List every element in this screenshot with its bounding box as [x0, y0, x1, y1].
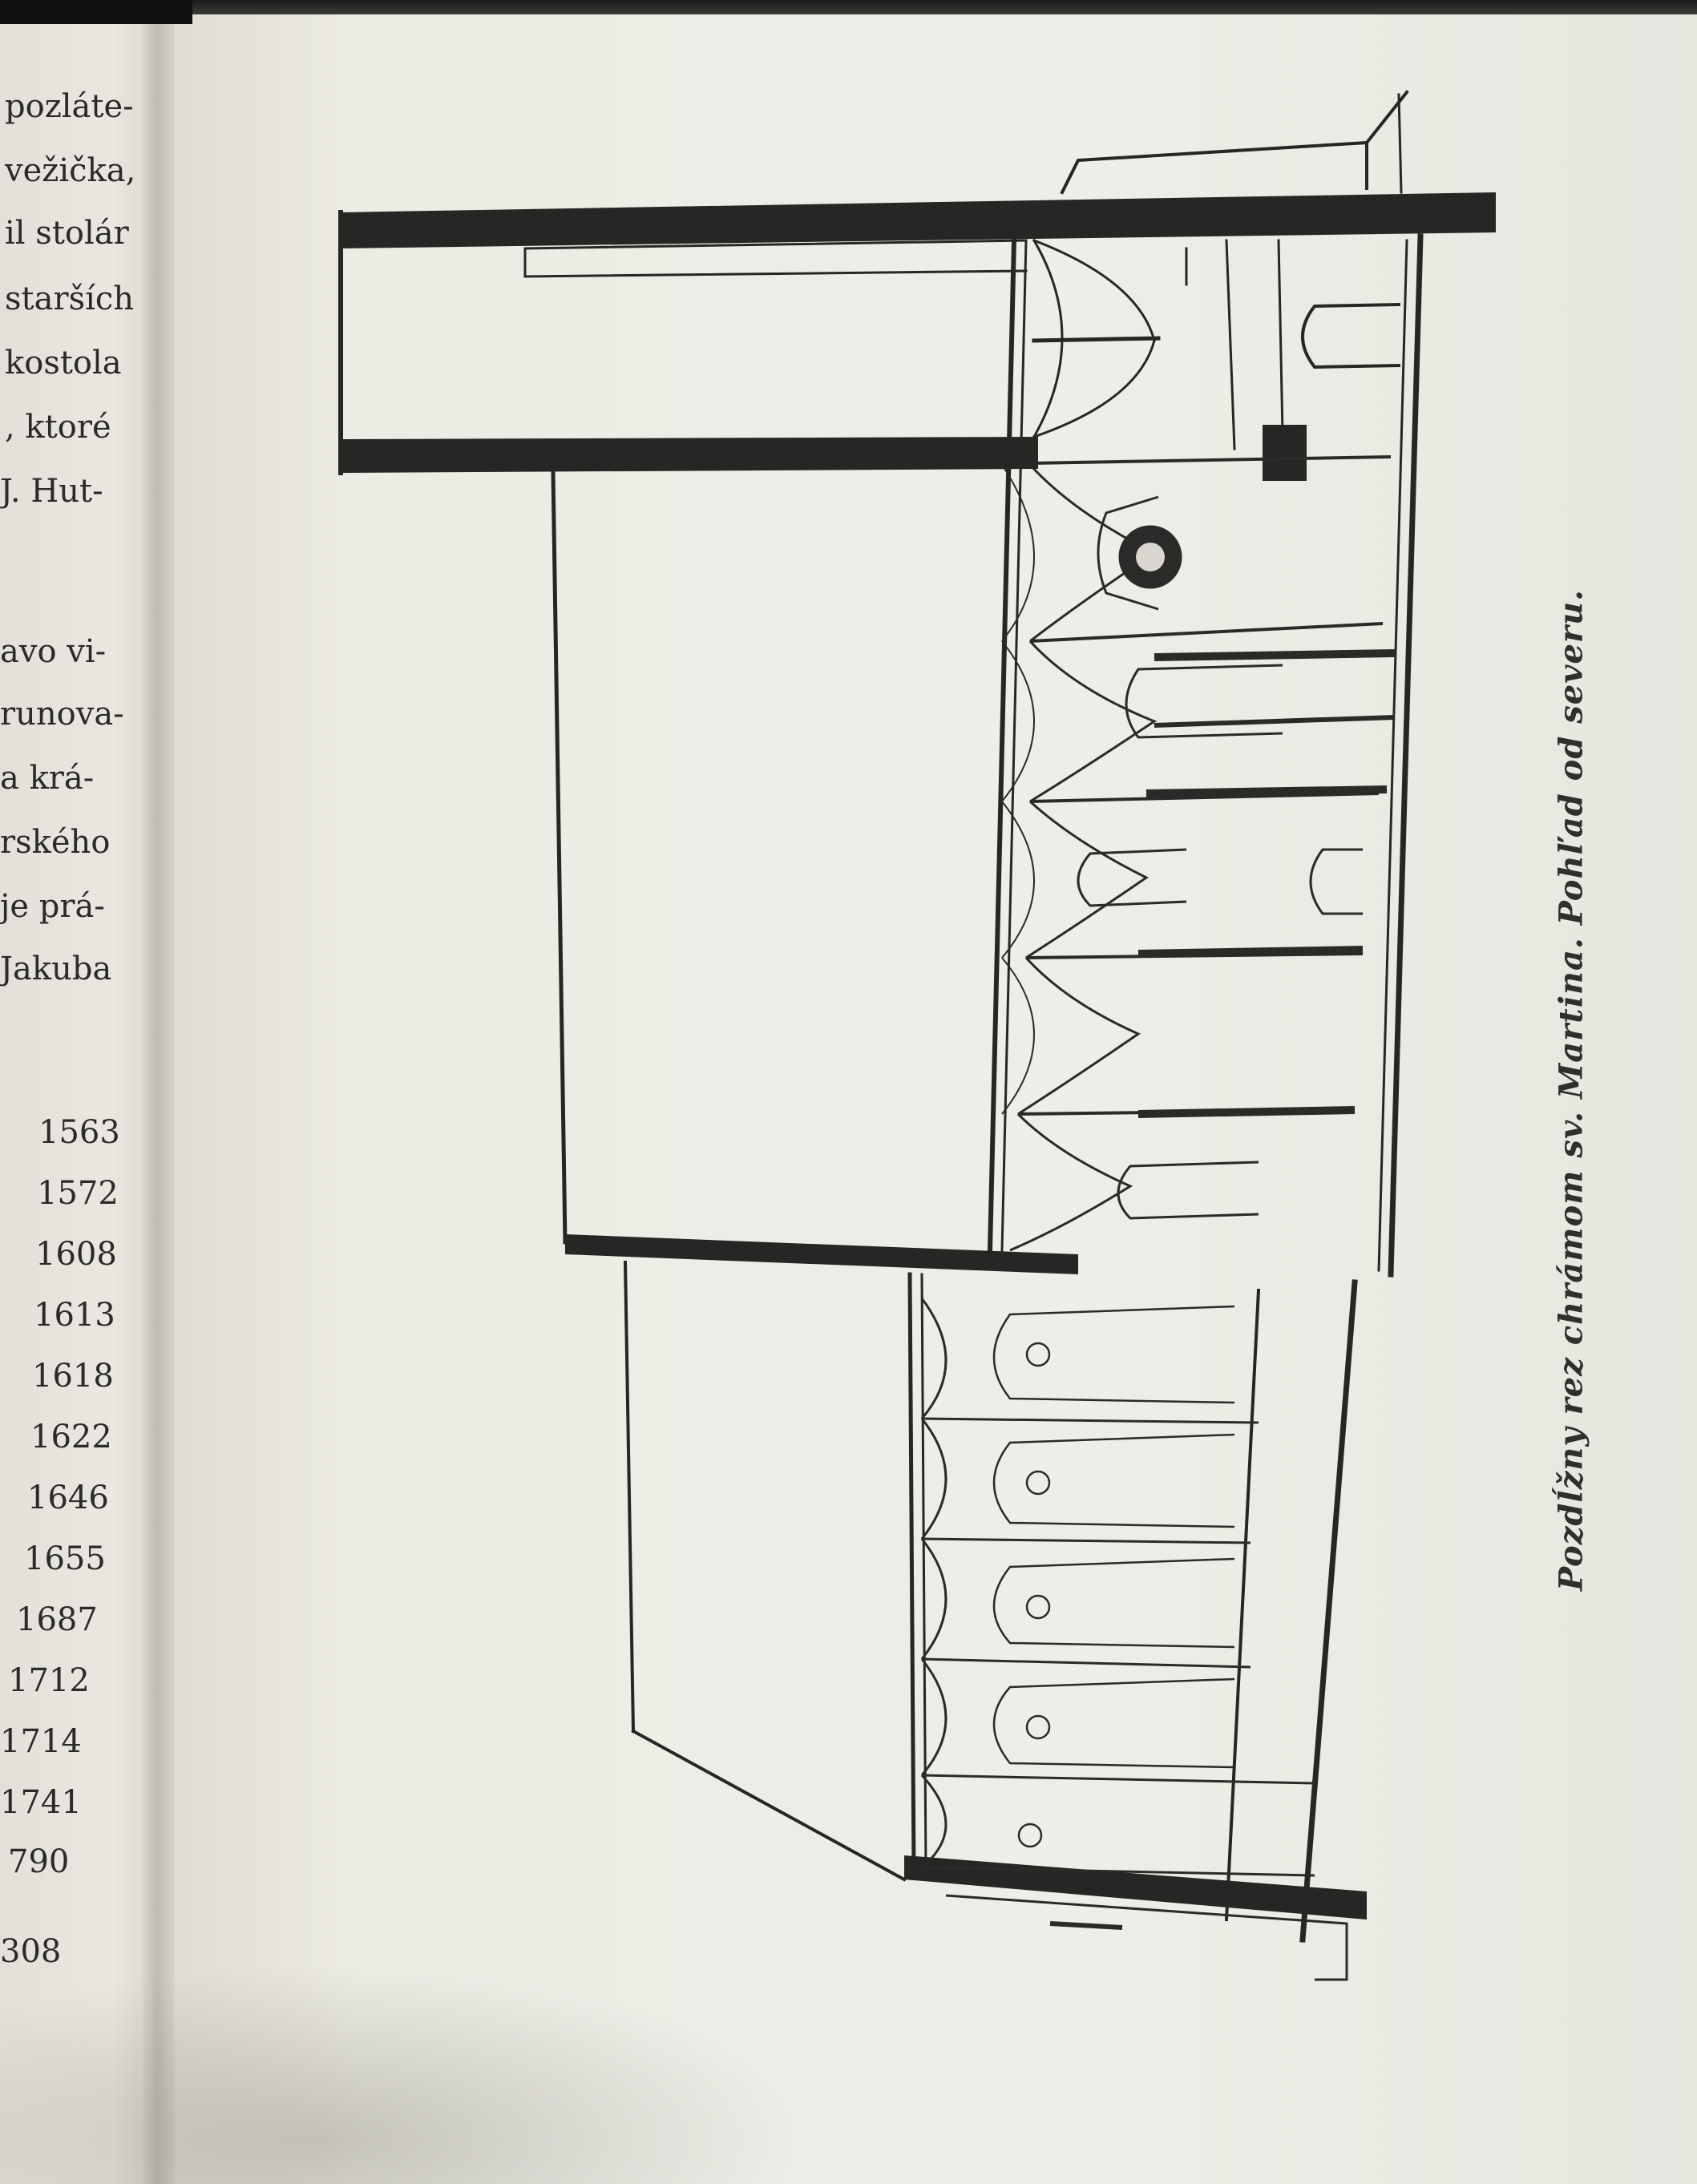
year-entry: 1563	[38, 1114, 120, 1151]
tower-vault	[1032, 339, 1156, 438]
chancel-roof-top	[623, 1260, 636, 1734]
chancel-windows	[992, 1305, 1235, 1848]
year-entry: 1687	[16, 1601, 98, 1638]
nave-wall-top-inner	[1000, 239, 1028, 1252]
book-gutter	[143, 0, 175, 2184]
year-entry: 790	[8, 1843, 70, 1880]
tower-pier	[1263, 425, 1307, 481]
year-entry: 1741	[0, 1784, 82, 1821]
text-line: runova-	[0, 696, 124, 733]
nave-windows	[1077, 495, 1363, 1220]
year-entry: 1655	[24, 1540, 106, 1577]
text-line: je prá-	[0, 888, 105, 925]
year-entry: 1613	[34, 1297, 115, 1334]
chancel-end-detail	[1049, 1921, 1123, 1930]
chancel-arches	[920, 1298, 947, 1869]
nave-wall-bottom-inner	[1377, 239, 1408, 1272]
nave-heavy-bar	[565, 1234, 1078, 1274]
chancel-wall-top-inner	[920, 1273, 927, 1873]
tower-rib	[1032, 336, 1161, 343]
top-dark-strip	[120, 0, 1697, 14]
year-entry: 1572	[37, 1175, 119, 1212]
corner-shadow	[0, 0, 192, 24]
tower-vault	[1032, 238, 1064, 439]
spire-line	[1397, 93, 1403, 194]
year-entry: 1712	[8, 1662, 90, 1699]
tower-heavy-bar	[341, 437, 1038, 473]
tower-doorway	[1301, 302, 1401, 369]
chancel-wall-bottom	[1299, 1279, 1358, 1943]
chancel-end-detail	[945, 1894, 1348, 1981]
text-line: J. Hut-	[0, 473, 103, 510]
tower-inner-line	[523, 239, 1028, 250]
tower-heavy-bar	[341, 192, 1496, 248]
chancel-columns	[921, 1417, 1315, 1877]
text-line: , ktoré	[5, 409, 111, 446]
tower-inner-line	[523, 269, 1028, 278]
year-entry: 1646	[27, 1480, 109, 1516]
year-entry: 308	[0, 1933, 62, 1970]
year-entry: 1714	[0, 1723, 82, 1760]
year-entry: 1608	[35, 1236, 117, 1273]
page-shadow	[0, 1964, 802, 2184]
chancel-wall-inner	[1224, 1288, 1261, 1922]
text-line: vežička,	[5, 152, 136, 189]
figure-caption: Pozdĺžny rez chrámom sv. Martina. Pohľad…	[1552, 589, 1590, 1591]
text-line: avo vi-	[0, 633, 107, 670]
text-line: starších	[5, 281, 135, 317]
year-entry: 1618	[32, 1358, 114, 1395]
text-line: pozláte-	[5, 88, 134, 125]
text-line: a krá-	[0, 760, 95, 797]
tower-vault	[1032, 239, 1156, 342]
left-page	[0, 0, 160, 2184]
nave-wall-bottom	[1388, 233, 1424, 1278]
tower-shaft	[1225, 239, 1236, 450]
spire-outline	[1060, 140, 1368, 195]
nave-roof-left	[551, 470, 568, 1245]
year-entry: 1622	[30, 1419, 112, 1455]
nave-columns	[1017, 455, 1396, 1118]
chancel-wall-top	[907, 1272, 916, 1874]
tower-shaft	[1277, 239, 1284, 434]
text-line: rského	[0, 824, 111, 861]
right-page	[170, 0, 1697, 2184]
chancel-heavy-bar	[904, 1855, 1367, 1920]
text-line: Jakuba	[0, 951, 112, 987]
nave-arches	[1001, 463, 1158, 1252]
nave-wall-top	[987, 237, 1017, 1253]
text-line: kostola	[5, 345, 122, 381]
chancel-roof-slope	[631, 1729, 907, 1882]
text-line: il stolár	[5, 215, 129, 252]
